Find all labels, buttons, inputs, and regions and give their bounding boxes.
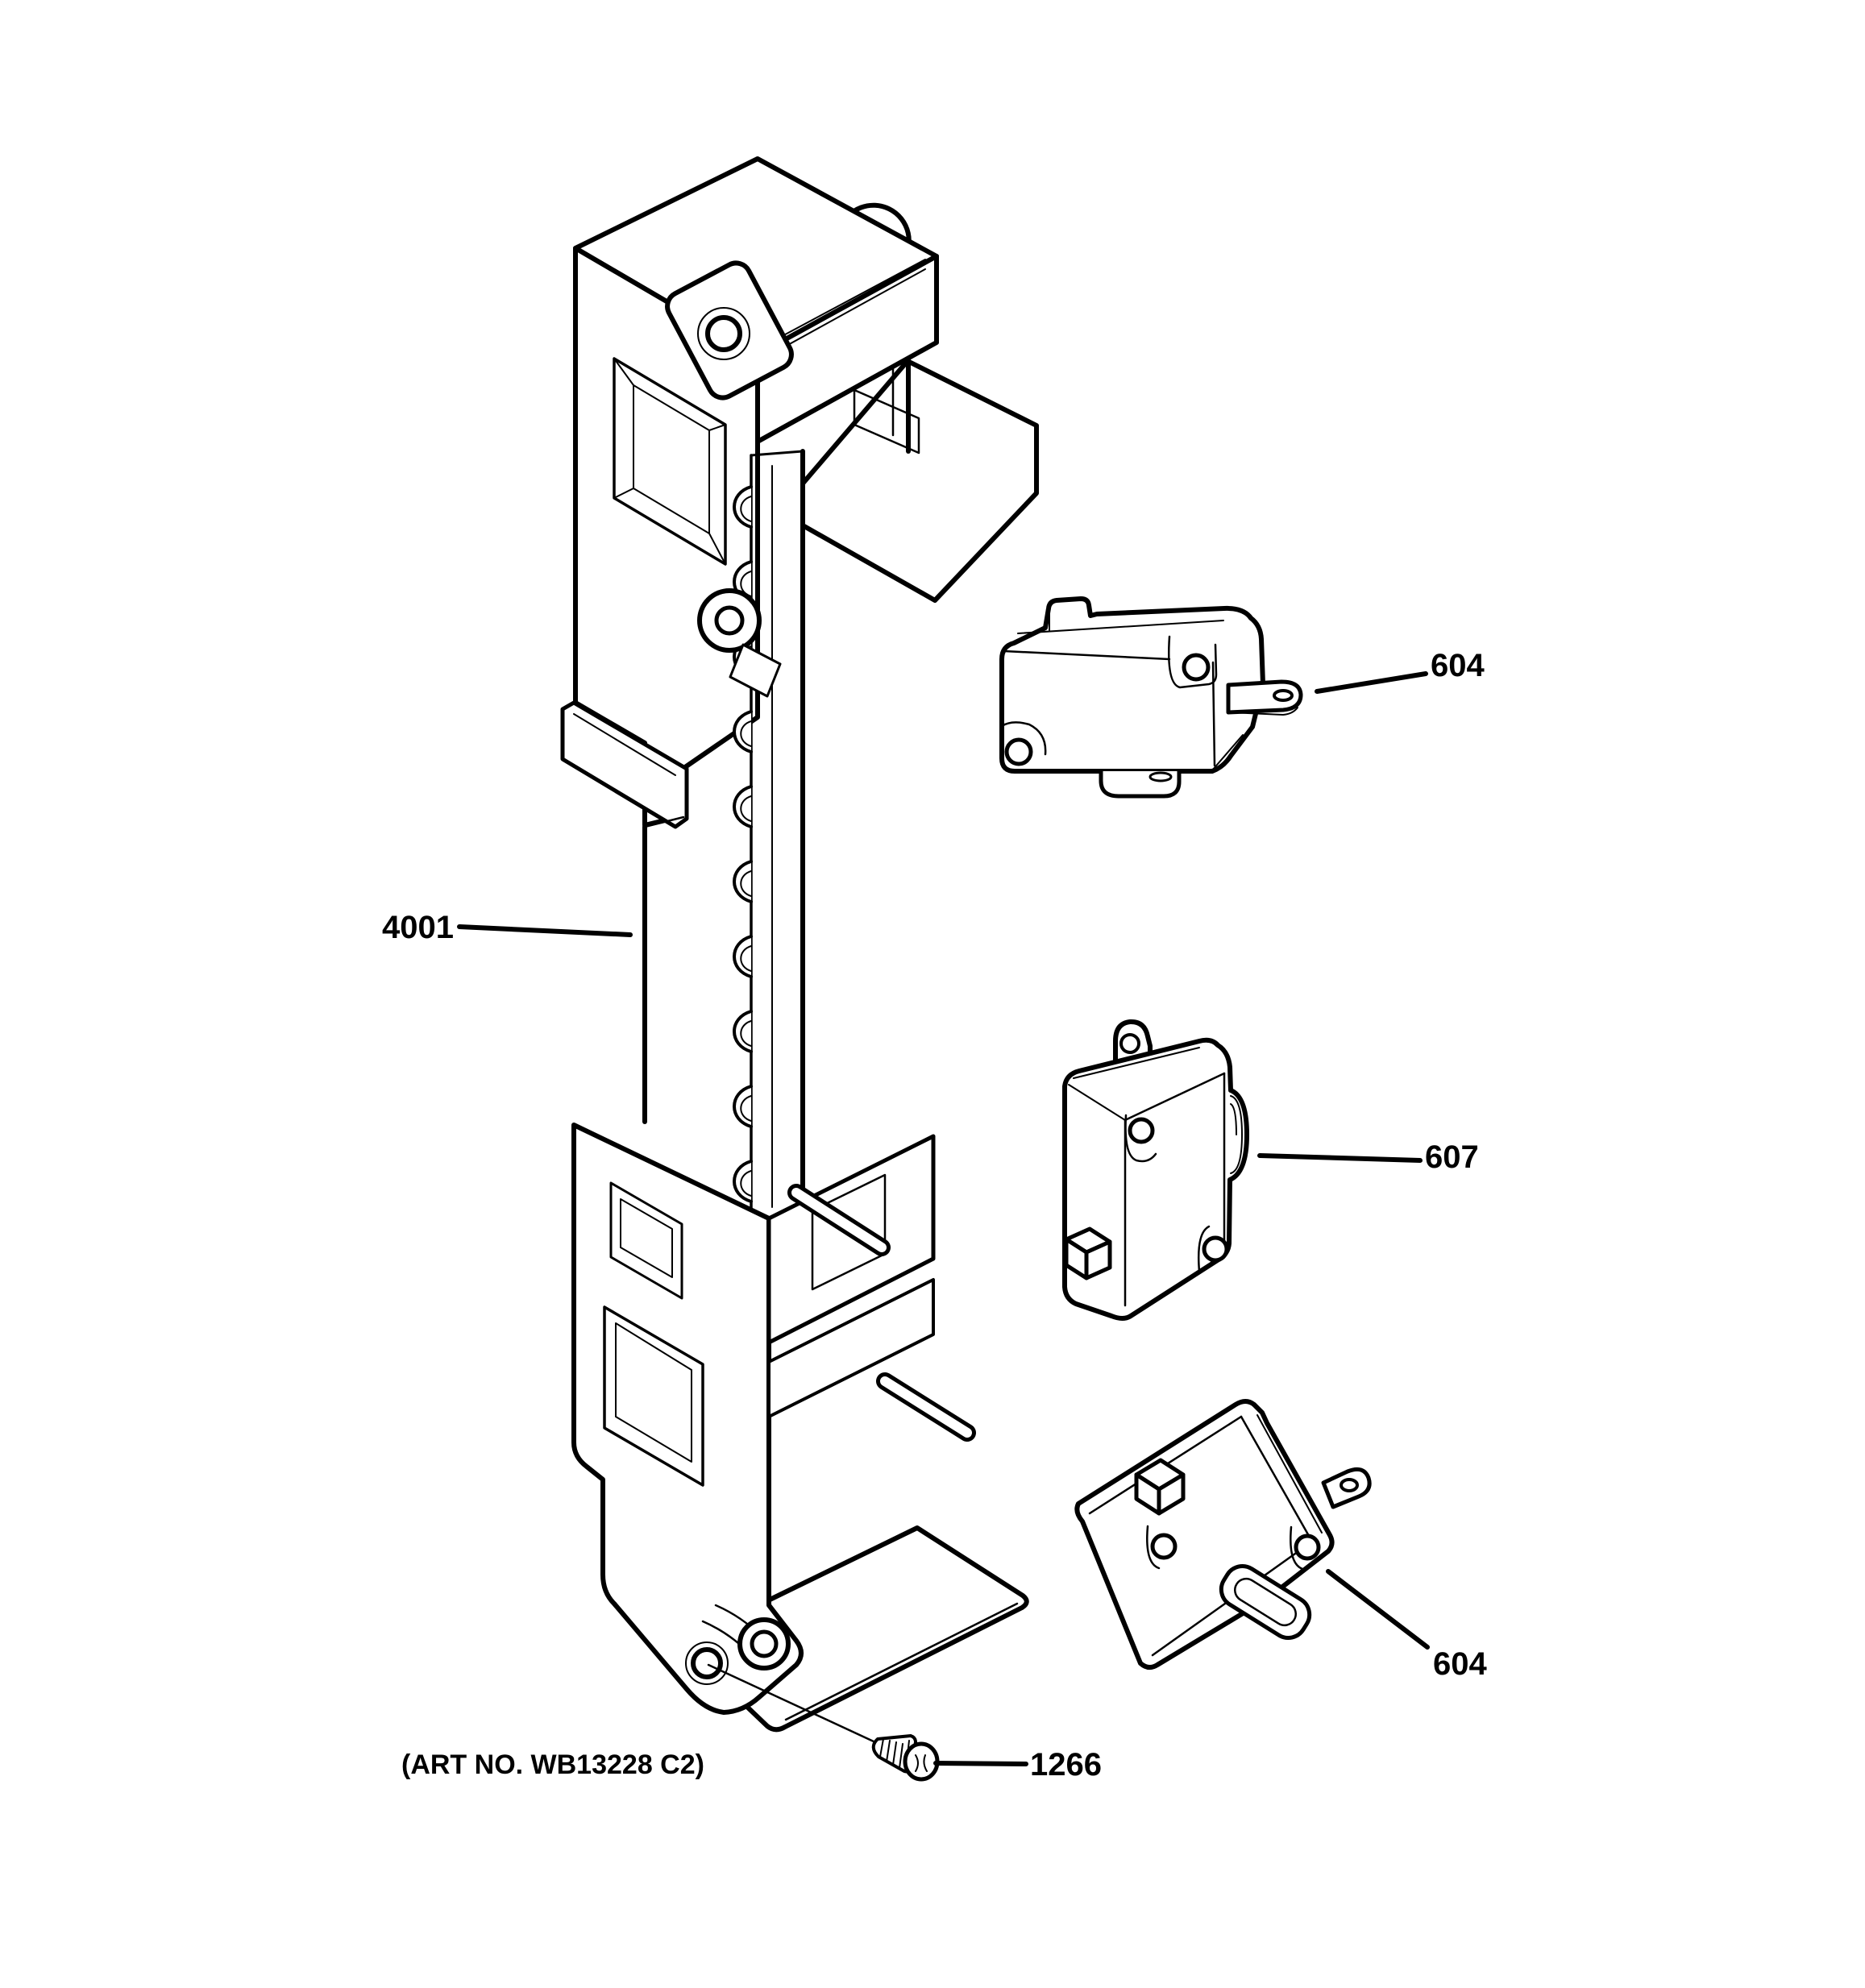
switch-mid-tab-hole-icon — [1119, 1033, 1140, 1054]
foot-ring-hole-icon — [750, 1629, 779, 1658]
pivot-roller — [697, 588, 782, 698]
switch-mid-plunger-side — [1084, 1239, 1112, 1280]
door-switch-bottom-drawing — [1074, 1399, 1372, 1670]
switch-bot-plunger-side — [1157, 1472, 1186, 1516]
switch-bot-body — [1074, 1399, 1335, 1670]
switch-mid-chamfer — [1073, 1047, 1200, 1079]
switch-bot-chamfer — [1256, 1414, 1323, 1534]
leader-line-607 — [1257, 1153, 1423, 1163]
switch-mid-corner-line — [1068, 1084, 1126, 1121]
switch-top-bottom-tab — [1099, 769, 1182, 799]
pivot-key — [729, 643, 782, 698]
window-funnel-2 — [613, 488, 634, 499]
part-label-604-top: 604 — [1431, 648, 1485, 683]
part-label-604-bottom: 604 — [1433, 1646, 1487, 1682]
switch-top-front-right-edge — [1211, 661, 1216, 767]
switch-mid-bump-inner-2 — [1230, 1103, 1237, 1135]
foot-screw-boss — [685, 1641, 729, 1685]
front-ear — [665, 260, 794, 401]
switch-top-hole-tr-icon — [1182, 653, 1211, 682]
part-labels: 4001 604 607 604 1266 (ART NO. WB13228 C… — [382, 648, 1487, 1783]
art-number-label: (ART NO. WB13228 C2) — [401, 1749, 704, 1780]
flange-to-column — [643, 816, 685, 828]
monitor-switch-drawing — [1062, 1019, 1249, 1321]
big-window-outer — [603, 1305, 704, 1487]
leader-line-1266 — [933, 1761, 1028, 1766]
switch-mid-bump-inner-1 — [1230, 1095, 1243, 1174]
part-label-607: 607 — [1425, 1139, 1479, 1175]
window-funnel-3 — [708, 533, 726, 565]
lower-block-outline — [571, 1123, 804, 1715]
switch-top-terminal-hole-icon — [1273, 689, 1294, 702]
front-ear-hole-icon — [705, 315, 742, 352]
spring-pin-upper-fill — [791, 1188, 887, 1252]
switch-bot-hole-right-icon — [1294, 1534, 1321, 1561]
switch-mid-hole-tl-icon — [1128, 1117, 1155, 1144]
base-plate-thickness-line — [784, 1602, 1019, 1721]
switch-top-chamfer — [1017, 620, 1224, 634]
screw-alignment-line — [707, 1663, 877, 1744]
screw-head-slot — [915, 1754, 928, 1772]
ratchet-strip — [733, 449, 805, 1214]
switch-top-terminal-thickness — [1229, 707, 1298, 716]
front-ear-boss — [697, 307, 750, 360]
door-switch-top-drawing — [999, 596, 1303, 799]
window-funnel-1 — [613, 358, 634, 386]
switch-top-side-line — [1211, 734, 1244, 771]
leader-line-604-bottom — [1326, 1569, 1430, 1650]
screw-head — [903, 1741, 940, 1782]
latch-body-drawing — [560, 156, 1039, 1733]
switch-bot-bottom-tab-slot — [1234, 1577, 1297, 1627]
part-label-1266: 1266 — [1030, 1747, 1102, 1783]
left-flange-inner — [573, 713, 676, 776]
right-lattice-lower — [767, 1278, 935, 1418]
big-window-inner — [615, 1322, 692, 1463]
switch-bot-terminal-hole-icon — [1340, 1478, 1359, 1492]
leader-line-604-top — [1315, 671, 1428, 694]
switch-mid-pad-br — [1198, 1225, 1211, 1273]
side-plate-cutout — [853, 388, 920, 454]
spring-pin-lower-fill — [880, 1376, 972, 1438]
top-face-chamfer-right — [765, 259, 926, 346]
switch-bot-bottom-tab — [1219, 1564, 1312, 1640]
strip-top-edge — [750, 450, 804, 457]
switch-top-face-edge — [1003, 650, 1171, 661]
switch-top-pad-bl — [1000, 721, 1047, 756]
upper-window-inner — [620, 1198, 673, 1278]
left-flange — [560, 700, 689, 829]
switch-bot-pad-right — [1290, 1525, 1304, 1571]
screw-thread-hatch — [879, 1738, 910, 1770]
switch-top-hole-bl-icon — [1004, 737, 1033, 766]
top-box-right-face — [755, 254, 939, 444]
switch-top-pad-tr — [1168, 635, 1218, 689]
pivot-roller-hole-icon — [714, 605, 745, 636]
part-label-4001: 4001 — [382, 910, 454, 945]
switch-mid-pad-tl — [1124, 1114, 1157, 1163]
switch-mid-hole-br-icon — [1202, 1235, 1229, 1263]
left-flange-bar — [560, 700, 689, 829]
window-funnel-4 — [708, 424, 726, 431]
switch-top-bottom-slot — [1148, 771, 1173, 782]
right-face-chamfer — [770, 268, 926, 355]
foot-screw-hole-icon — [691, 1647, 723, 1679]
switch-top-body — [999, 596, 1265, 774]
leader-lines — [457, 671, 1430, 1766]
switch-bot-front-right-edge — [1240, 1415, 1314, 1543]
switch-mid-front-top-edge — [1124, 1072, 1226, 1122]
switch-bot-hole-left-icon — [1150, 1533, 1178, 1560]
right-lattice-upper — [766, 1134, 936, 1345]
leader-line-4001 — [457, 924, 633, 937]
upper-window-outer — [609, 1181, 683, 1300]
switch-bot-pad-left — [1146, 1525, 1161, 1570]
lower-block — [571, 1123, 976, 1715]
